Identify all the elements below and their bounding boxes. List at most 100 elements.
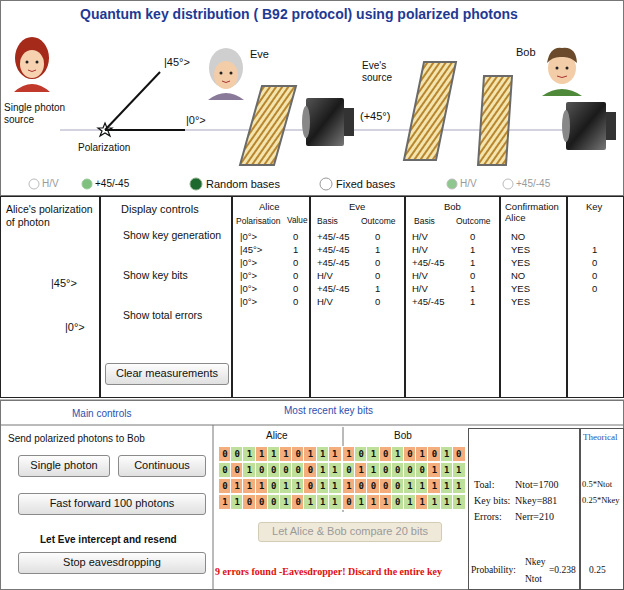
cell-text: 0	[375, 231, 380, 242]
cell-text: 0	[293, 283, 298, 294]
key-bit-cell: 1	[328, 446, 342, 462]
label: Single photon source	[4, 102, 74, 126]
button-label: 0	[222, 449, 227, 460]
label: +45/-45	[95, 178, 129, 190]
cell-text: Nkey=881	[515, 495, 557, 507]
heading: Key	[586, 201, 602, 212]
eve-polarizer	[240, 86, 296, 165]
heading: Display controls	[121, 203, 199, 216]
button-label: Let Alice & Bob compare 20 bits	[272, 525, 428, 538]
cell-text: Show total errors	[123, 309, 229, 322]
cell-text: 0	[470, 231, 475, 242]
cell-text: H/V	[317, 296, 333, 307]
cell-text: |0°>	[240, 296, 257, 307]
button-label: 1	[271, 449, 276, 460]
button-label: 1	[308, 497, 313, 508]
cell-text: |45°>	[240, 244, 262, 255]
button-label: 0	[247, 497, 252, 508]
button-label: 0	[308, 481, 313, 492]
table-column: AlicePolarisationValue|0°>0|45°>1|0°>0|0…	[232, 196, 310, 398]
cell-text: 0.25*Nkey	[582, 495, 620, 505]
label: (+45°)	[360, 110, 390, 123]
cell-text: 0	[375, 296, 380, 307]
button-label: 0	[222, 465, 227, 476]
button-label: 1	[432, 481, 437, 492]
button-label: 1	[320, 481, 325, 492]
button-label: 1	[283, 449, 288, 460]
label: Most recent key bits	[284, 405, 373, 417]
table-column: Confirmation AliceNOYESYESNOYESYES	[500, 196, 567, 398]
label: |0°>	[186, 114, 206, 127]
button: Fast forward 100 photons	[18, 493, 206, 515]
button-label: 1	[419, 481, 424, 492]
button-label: 0	[358, 449, 363, 460]
cell-text: Nerr=210	[515, 511, 554, 523]
button-label: 1	[444, 481, 449, 492]
button-label: 0	[222, 481, 227, 492]
cell-text: +45/-45	[317, 283, 350, 294]
cell-text: Key bits:	[474, 495, 510, 507]
button-label: 0	[295, 449, 300, 460]
button-label: 1	[222, 497, 227, 508]
cell-text: H/V	[317, 270, 333, 281]
label: Bob	[516, 46, 536, 59]
cell-text: Show key bits	[123, 269, 229, 282]
button-label: Fast forward 100 photons	[50, 497, 175, 510]
label: Let Eve intercept and resend	[40, 534, 177, 546]
button-label: Stop eavesdropping	[63, 556, 161, 569]
button-label: 1	[332, 481, 337, 492]
button-label: 0	[346, 497, 351, 508]
button-label: 0	[271, 497, 276, 508]
button-label: 0	[271, 481, 276, 492]
button-label: 1	[320, 465, 325, 476]
cell-text: 0	[375, 257, 380, 268]
button-label: 0	[419, 465, 424, 476]
heading: Theorical	[583, 432, 617, 443]
button-label: Continuous	[134, 459, 190, 472]
eve-detector	[302, 98, 354, 146]
button-label: 1	[456, 497, 461, 508]
button-label: Clear measurements	[116, 367, 218, 380]
cell-text: Ntot=1700	[515, 479, 558, 491]
cell-text: 0.25	[589, 565, 606, 576]
cell-text: Probability:	[471, 565, 516, 576]
label: Eve's source	[362, 60, 406, 84]
button: Continuous	[118, 455, 206, 477]
eve-source-polarizer	[404, 62, 456, 160]
button-label: 0	[295, 497, 300, 508]
button-label: 1	[259, 449, 264, 460]
button-label: 1	[432, 497, 437, 508]
heading: Bob	[444, 201, 461, 212]
button-label: 0	[271, 465, 276, 476]
title: Quantum key distribution ( B92 protocol)…	[80, 6, 518, 23]
button-label: 1	[358, 497, 363, 508]
polarization-panel: Alice's polarization of photon|45°>|0°>	[0, 196, 100, 398]
cell-text: =0.238	[549, 565, 576, 576]
button-label: 0	[371, 481, 376, 492]
label: Bob	[394, 430, 412, 442]
table-column: Key1000	[567, 196, 624, 398]
polarization-0-line	[105, 129, 185, 131]
cell-text: 0	[293, 270, 298, 281]
theoretical-box: Theorical0.5*Ntot0.25*Nkey0.25	[580, 428, 624, 590]
cell-text: 0	[592, 257, 597, 268]
label: Alice	[266, 430, 288, 442]
label: +45/-45	[516, 178, 550, 190]
button-label: 1	[346, 481, 351, 492]
button-label: Single photon	[30, 459, 97, 472]
cell-text: 1	[375, 283, 380, 294]
button-label: 1	[419, 497, 424, 508]
label: Main controls	[72, 408, 131, 420]
cell-text: Polarisation	[236, 216, 280, 226]
button-label: 1	[320, 497, 325, 508]
cell-text: Basis	[317, 216, 338, 226]
bob-figure	[542, 48, 582, 96]
disabled-button: Let Alice & Bob compare 20 bits	[258, 522, 442, 542]
button-label: 1	[383, 497, 388, 508]
label: Send polarized photons to Bob	[8, 433, 145, 445]
button-label: 1	[283, 481, 288, 492]
cell-text: 1	[470, 257, 475, 268]
button-label: 1	[308, 449, 313, 460]
button-label: 0	[407, 465, 412, 476]
cell-text: 0	[592, 283, 597, 294]
